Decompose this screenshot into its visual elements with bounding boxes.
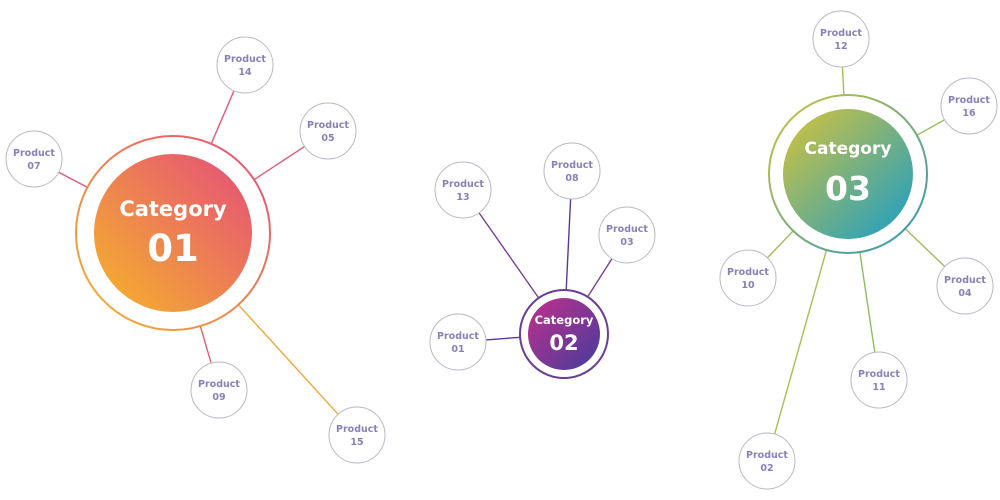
product-circle [719, 249, 777, 307]
product-label: Product [13, 148, 55, 159]
category-node-03: Category 03 [768, 94, 928, 254]
category-title: Category [535, 313, 594, 327]
category-number: 03 [825, 169, 871, 208]
product-number: 12 [834, 41, 847, 52]
product-circle [434, 161, 492, 219]
product-label: Product [551, 160, 593, 171]
product-node-05: Product 05 [299, 102, 357, 160]
product-node-14: Product 14 [216, 36, 274, 94]
product-label: Product [746, 450, 788, 461]
product-number: 08 [565, 173, 579, 184]
category-disc [783, 109, 913, 239]
product-number: 11 [872, 382, 885, 393]
connector-category-01-product-14 [210, 90, 235, 145]
connector-category-03-product-04 [904, 228, 946, 268]
product-label: Product [948, 95, 990, 106]
connector-category-03-product-02 [773, 249, 828, 435]
category-disc [528, 298, 600, 370]
connector-category-03-product-12 [841, 66, 845, 96]
product-label: Product [437, 331, 479, 342]
product-node-02: Product 02 [738, 432, 796, 490]
product-circle [812, 10, 870, 68]
product-number: 10 [741, 280, 755, 291]
product-node-16: Product 16 [940, 77, 998, 135]
product-label: Product [858, 369, 900, 380]
product-circle [940, 77, 998, 135]
product-node-15: Product 15 [328, 406, 386, 464]
product-node-10: Product 10 [719, 249, 777, 307]
product-circle [5, 130, 63, 188]
product-number: 13 [456, 192, 469, 203]
product-number: 05 [321, 133, 334, 144]
connector-category-01-product-15 [237, 304, 339, 415]
product-node-09: Product 09 [190, 361, 248, 419]
product-label: Product [224, 54, 266, 65]
product-label: Product [442, 179, 484, 190]
connector-category-01-product-05 [253, 145, 305, 181]
product-node-11: Product 11 [850, 351, 908, 409]
product-label: Product [944, 275, 986, 286]
product-node-04: Product 04 [936, 257, 994, 315]
category-number: 01 [147, 227, 199, 270]
product-number: 02 [760, 463, 773, 474]
product-label: Product [606, 224, 648, 235]
product-label: Product [727, 267, 769, 278]
product-circle [738, 432, 796, 490]
category-disc [94, 154, 252, 312]
connector-category-03-product-11 [859, 251, 876, 353]
product-circle [936, 257, 994, 315]
product-number: 07 [27, 161, 40, 172]
product-node-03: Product 03 [598, 206, 656, 264]
connector-category-02-product-01 [485, 336, 521, 341]
product-number: 01 [451, 344, 464, 355]
product-circle [598, 206, 656, 264]
product-circle [299, 102, 357, 160]
category-node-02: Category 02 [519, 289, 609, 379]
category-number: 02 [549, 331, 578, 355]
product-node-08: Product 08 [543, 142, 601, 200]
product-circle [328, 406, 386, 464]
product-node-13: Product 13 [434, 161, 492, 219]
connector-category-01-product-09 [199, 325, 212, 364]
product-label: Product [307, 120, 349, 131]
connector-category-03-product-10 [766, 230, 794, 259]
product-circle [850, 351, 908, 409]
product-label: Product [198, 379, 240, 390]
product-label: Product [336, 424, 378, 435]
product-circle [543, 142, 601, 200]
category-node-01: Category 01 [75, 135, 271, 331]
connector-category-02-product-03 [587, 258, 613, 298]
product-label: Product [820, 28, 862, 39]
connector-category-03-product-16 [916, 119, 945, 136]
product-number: 16 [962, 108, 976, 119]
category-title: Category [805, 139, 892, 159]
product-number: 04 [958, 288, 972, 299]
connectors [58, 66, 946, 435]
category-title: Category [119, 197, 227, 221]
product-nodes: Product14Product05Product07Product09Prod… [5, 10, 998, 490]
connector-category-01-product-07 [58, 171, 88, 189]
product-number: 03 [620, 237, 633, 248]
product-node-07: Product 07 [5, 130, 63, 188]
product-node-12: Product 12 [812, 10, 870, 68]
product-circle [429, 313, 487, 371]
product-number: 14 [238, 67, 252, 78]
connector-category-02-product-13 [478, 212, 540, 299]
product-number: 09 [212, 392, 225, 403]
product-circle [190, 361, 248, 419]
product-circle [216, 36, 274, 94]
connector-category-02-product-08 [565, 198, 572, 291]
product-number: 15 [350, 437, 363, 448]
product-node-01: Product 01 [429, 313, 487, 371]
